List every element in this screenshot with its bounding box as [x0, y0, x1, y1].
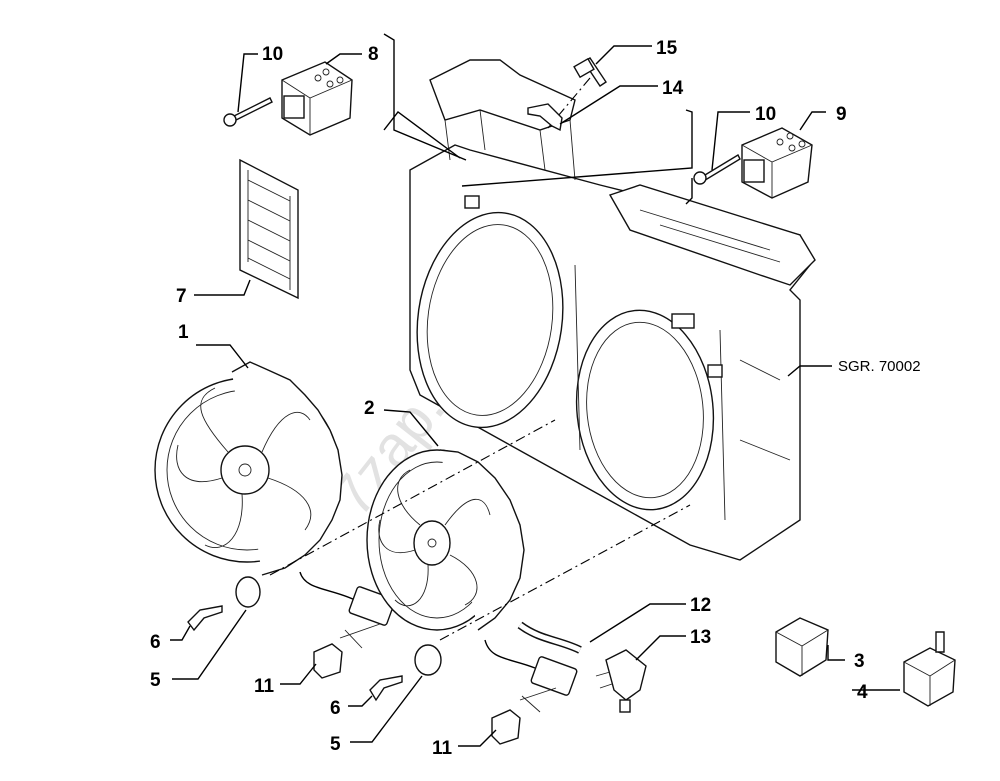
relay-3 — [775, 617, 829, 677]
relay-4 — [903, 631, 956, 707]
hose-12 — [517, 621, 582, 654]
callout-11b: 11 — [432, 738, 453, 759]
callout-4: 4 — [857, 682, 868, 703]
callout-8: 8 — [368, 44, 379, 65]
screw-10-right — [693, 154, 741, 185]
grommet-5-lower — [414, 644, 442, 676]
grommet-5-upper — [235, 576, 261, 608]
callout-10b: 10 — [755, 104, 776, 125]
callout-labels: 1 2 3 4 5 5 6 6 7 8 9 10 10 11 11 12 13 … — [150, 38, 921, 759]
fan-shroud-frame — [409, 59, 816, 561]
callout-5b: 5 — [330, 734, 341, 755]
callout-3: 3 — [854, 651, 865, 672]
callout-14: 14 — [662, 78, 684, 99]
screw-10-left — [223, 97, 273, 127]
resistor-9 — [741, 127, 813, 199]
bracket-14 — [527, 103, 563, 132]
callout-2: 2 — [364, 398, 375, 419]
callout-1: 1 — [178, 322, 189, 343]
connector-11-upper — [313, 643, 343, 679]
sensor-13 — [595, 649, 647, 713]
screw-15 — [573, 57, 607, 87]
grille-7 — [239, 158, 299, 300]
pin-6-upper — [187, 605, 223, 632]
callout-12: 12 — [690, 595, 711, 616]
centerline-fan-1 — [269, 419, 556, 576]
pin-6-lower — [369, 675, 403, 702]
callout-15: 15 — [656, 38, 678, 59]
resistor-8 — [281, 61, 353, 136]
callout-5a: 5 — [150, 670, 161, 691]
callout-10a: 10 — [262, 44, 283, 65]
leader-lines — [170, 33, 900, 747]
callout-6b: 6 — [330, 698, 341, 719]
callout-11a: 11 — [254, 676, 275, 697]
callout-6a: 6 — [150, 632, 161, 653]
centerline-fan-2 — [439, 504, 691, 641]
callout-7: 7 — [176, 286, 187, 307]
callout-13: 13 — [690, 627, 711, 648]
cooling-fan-2 — [366, 449, 578, 696]
connector-11-lower — [491, 709, 521, 745]
callout-9: 9 — [836, 104, 847, 125]
reference-code: SGR. 70002 — [838, 358, 921, 375]
